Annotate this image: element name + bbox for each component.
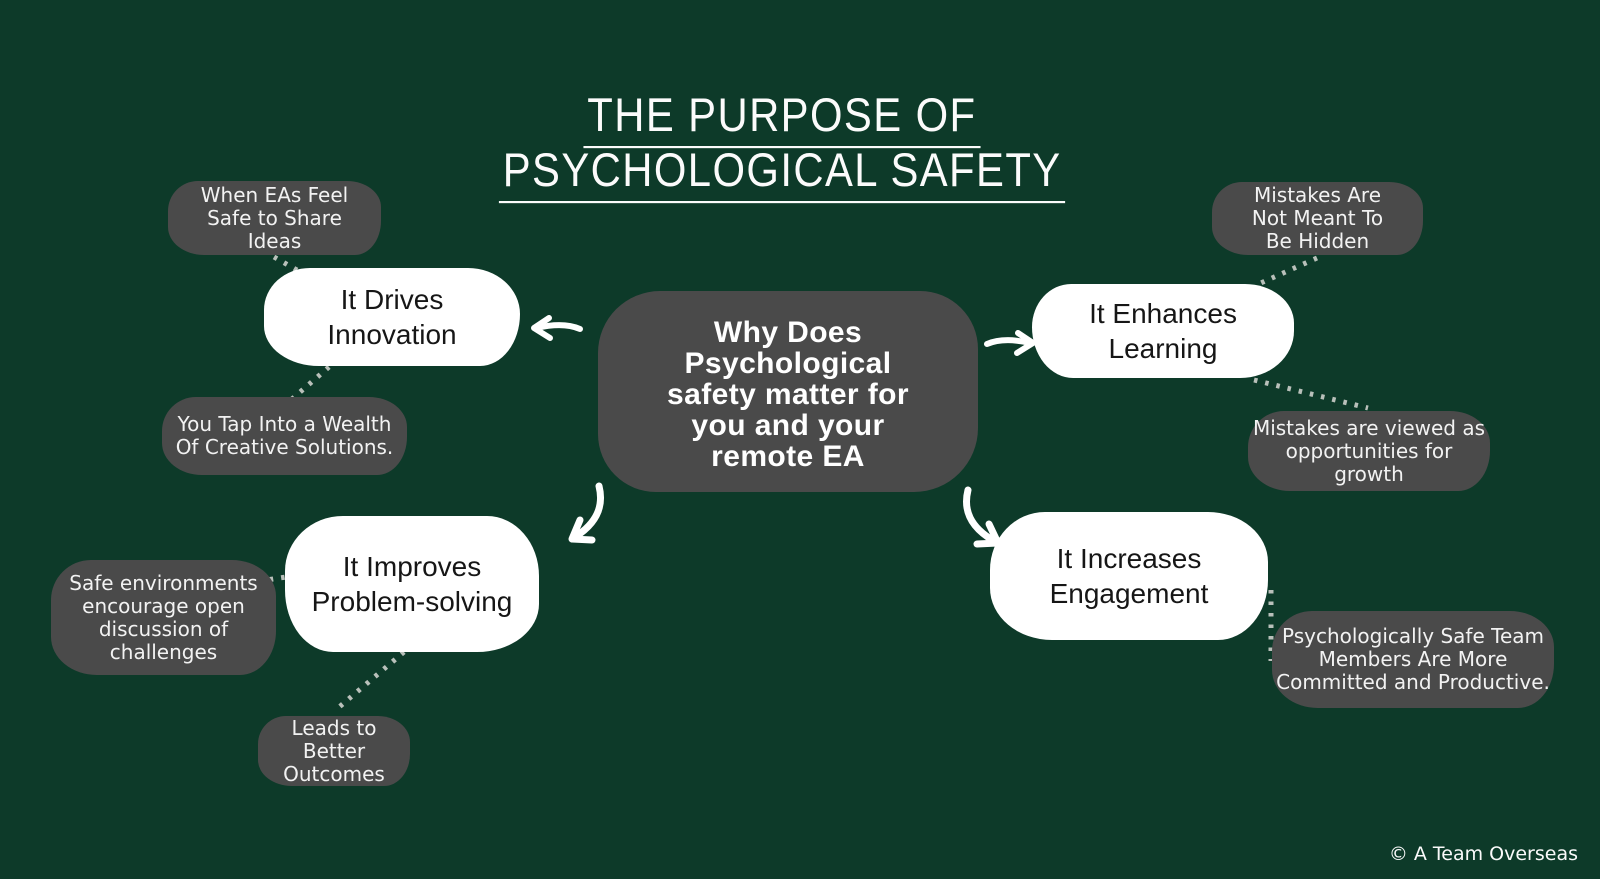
note-line: challenges: [109, 639, 218, 664]
note-line: Safe environments: [69, 570, 258, 595]
branch-label-line: It Increases: [1056, 543, 1202, 574]
note-line: Committed and Productive.: [1276, 670, 1550, 694]
note-line: Leads to Better: [291, 715, 377, 763]
note-line: Of Creative Solutions.: [175, 435, 394, 459]
arrow-right-icon: [984, 330, 1036, 356]
central-topic-bubble: Why Does Psychological safety matter for…: [598, 291, 978, 492]
note-line: Mistakes are viewed as: [1252, 415, 1486, 440]
connector-line: [290, 365, 331, 401]
branch-label-line: Innovation: [327, 319, 457, 350]
branch-label-line: Learning: [1108, 333, 1218, 364]
branch-bubble-drives-innovation: It Drives Innovation: [264, 268, 520, 366]
note-line: Ideas: [247, 228, 302, 253]
central-topic-line: you and your: [691, 409, 885, 442]
note-line: Psychologically Safe Team: [1282, 624, 1544, 648]
branch-label-line: It Improves: [342, 551, 482, 582]
note-line: You Tap Into a Wealth: [177, 412, 392, 436]
arrow-left-icon: [531, 315, 583, 341]
copyright-text: © A Team Overseas: [1388, 843, 1578, 865]
note-line: Not Meant To: [1251, 206, 1384, 230]
note-line: Mistakes Are: [1253, 183, 1382, 207]
central-topic-line: safety matter for: [667, 378, 909, 411]
page-title-line: THE PURPOSE OF: [583, 91, 981, 149]
connector-line: [336, 650, 406, 710]
note-line: discussion of: [98, 616, 229, 641]
page-title: THE PURPOSE OF PSYCHOLOGICAL SAFETY: [432, 91, 1132, 204]
arrow-curve-down-right-icon: [963, 486, 1002, 548]
branch-label-line: Engagement: [1049, 578, 1209, 609]
note-line: Members Are More: [1318, 647, 1508, 671]
note-line: encourage open: [82, 593, 245, 618]
branch-label-line: Problem-solving: [311, 586, 513, 617]
central-topic-line: remote EA: [711, 440, 865, 473]
note-line: Safe to Share: [207, 205, 342, 230]
note-bubble-share-ideas: When EAs Feel Safe to Share Ideas: [168, 181, 381, 255]
note-bubble-mistakes-growth: Mistakes are viewed as opportunities for…: [1248, 411, 1490, 491]
connector-line: [1253, 377, 1369, 411]
central-topic-line: Psychological: [684, 347, 892, 380]
central-topic-line: Why Does: [713, 316, 863, 349]
note-line: Outcomes: [283, 761, 385, 786]
branch-bubble-enhances-learning: It Enhances Learning: [1032, 284, 1294, 378]
note-line: When EAs Feel: [200, 182, 349, 207]
note-bubble-creative-solutions: You Tap Into a Wealth Of Creative Soluti…: [162, 397, 407, 475]
branch-bubble-improves-problem-solving: It Improves Problem-solving: [285, 516, 539, 652]
branch-bubble-increases-engagement: It Increases Engagement: [990, 512, 1268, 640]
page-title-line: PSYCHOLOGICAL SAFETY: [498, 146, 1066, 204]
branch-label-line: It Drives: [340, 284, 444, 315]
note-line: opportunities for growth: [1285, 438, 1453, 486]
note-line: Be Hidden: [1265, 229, 1370, 253]
branch-label-line: It Enhances: [1089, 298, 1237, 329]
note-bubble-committed-productive: Psychologically Safe Team Members Are Mo…: [1272, 611, 1554, 708]
arrow-curve-down-left-icon: [568, 482, 605, 544]
note-bubble-open-discussion: Safe environments encourage open discuss…: [51, 560, 276, 675]
connector-line: [1252, 255, 1319, 289]
note-bubble-mistakes-hidden: Mistakes Are Not Meant To Be Hidden: [1212, 182, 1423, 255]
note-bubble-better-outcomes: Leads to Better Outcomes: [258, 716, 410, 786]
